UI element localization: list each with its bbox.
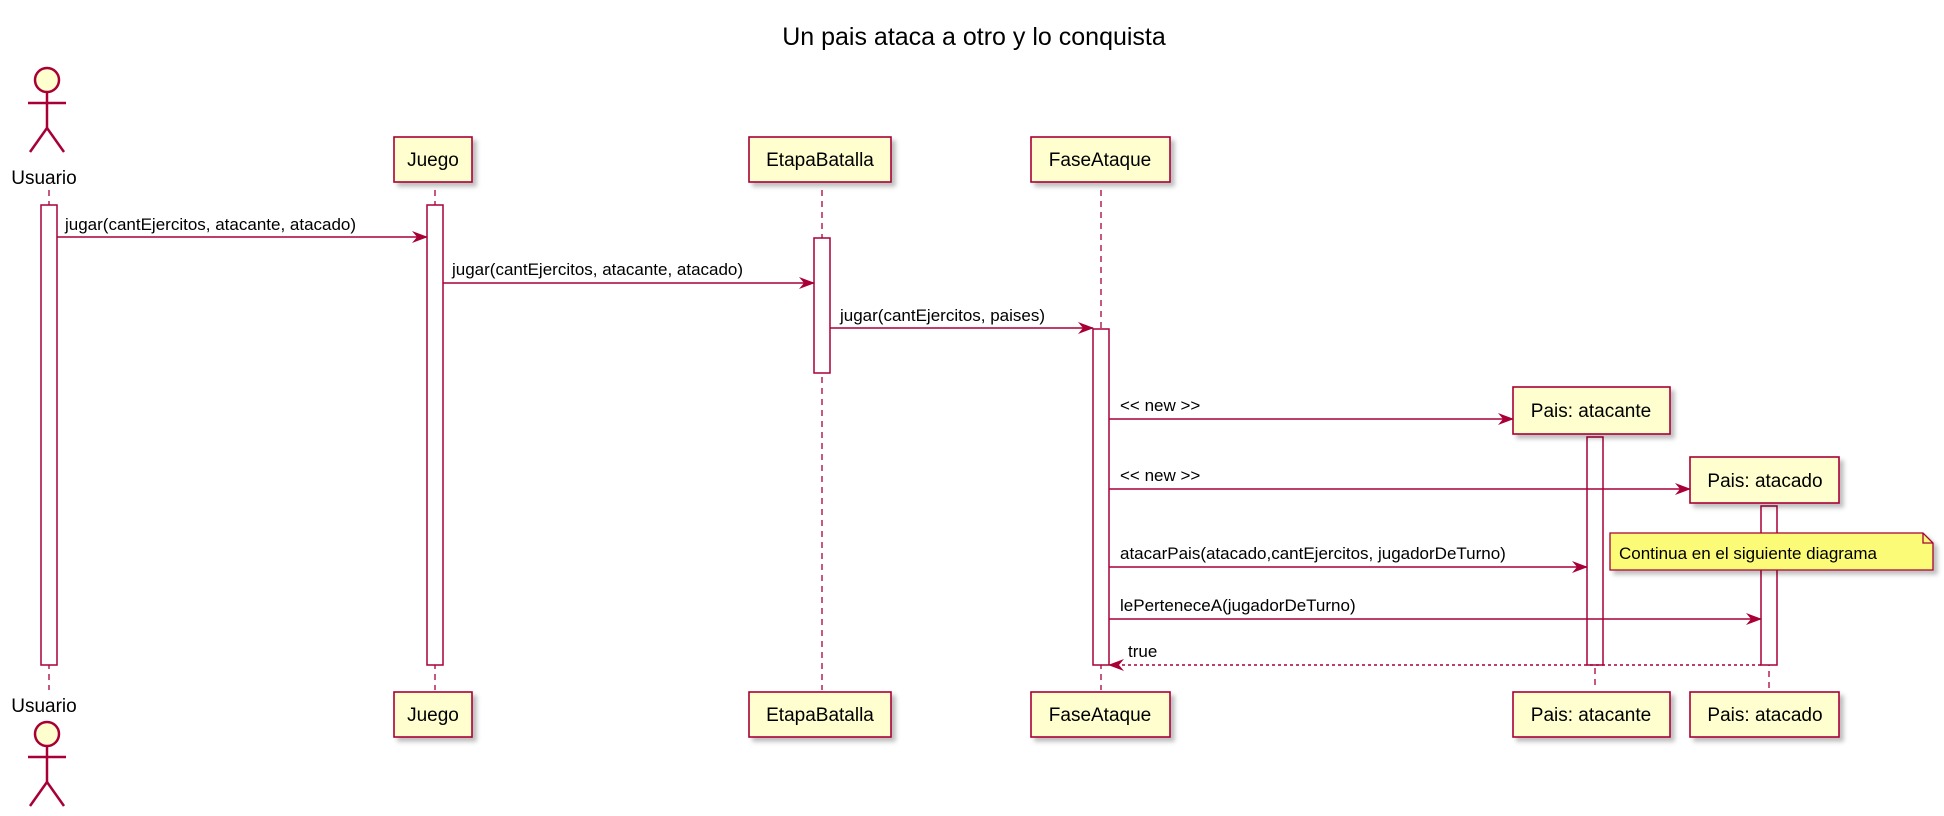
message-8-return: true [1108,642,1761,671]
participant-atacante-bottom: Pais: atacante [1512,691,1671,738]
actor-head [33,66,61,94]
message-4: << new >> [1109,396,1514,425]
activation-usuario [40,204,58,666]
message-label: << new >> [1120,466,1200,485]
participant-label: EtapaBatalla [766,705,874,726]
actor-label-usuario-bottom: Usuario [11,696,76,717]
participant-fase-top: FaseAtaque [1030,136,1171,183]
message-label: lePerteneceA(jugadorDeTurno) [1120,596,1356,615]
participant-atacante-created: Pais: atacante [1512,386,1671,435]
message-label: jugar(cantEjercitos, paises) [839,306,1045,325]
activation-fase [1092,328,1110,666]
participant-label: Pais: atacado [1707,705,1822,726]
actor-usuario-bottom [28,720,66,807]
message-label: jugar(cantEjercitos, atacante, atacado) [64,215,356,234]
message-6: atacarPais(atacado,cantEjercitos, jugado… [1109,544,1588,573]
actor-usuario-top [28,66,66,153]
participant-juego-top: Juego [393,136,473,183]
activation-atacado [1760,505,1778,666]
participant-atacado-bottom: Pais: atacado [1689,691,1840,738]
participant-label: FaseAtaque [1049,150,1151,171]
participant-fase-bottom: FaseAtaque [1030,691,1171,738]
participant-label: FaseAtaque [1049,705,1151,726]
message-5: << new >> [1109,466,1691,495]
participant-atacado-created: Pais: atacado [1689,456,1840,504]
message-3: jugar(cantEjercitos, paises) [830,306,1094,334]
activation-etapa [813,237,831,374]
message-label: atacarPais(atacado,cantEjercitos, jugado… [1120,544,1506,563]
participant-label: Pais: atacante [1531,705,1651,726]
message-7: lePerteneceA(jugadorDeTurno) [1109,596,1762,625]
actor-head [33,720,61,748]
message-label: jugar(cantEjercitos, atacante, atacado) [451,260,743,279]
lifelines [48,190,1770,690]
message-2: jugar(cantEjercitos, atacante, atacado) [443,260,815,289]
note: Continua en el siguiente diagrama [1609,532,1934,571]
participant-etapa-bottom: EtapaBatalla [748,691,892,738]
activations [40,204,1778,666]
participant-label: Juego [407,150,459,171]
participant-etapa-top: EtapaBatalla [748,136,892,183]
participant-label: Juego [407,705,459,726]
participant-label: EtapaBatalla [766,150,874,171]
participant-label: Pais: atacante [1531,401,1651,422]
activation-atacante [1586,436,1604,666]
note-text: Continua en el siguiente diagrama [1619,544,1878,563]
message-label: true [1128,642,1157,661]
participant-label: Pais: atacado [1707,471,1822,492]
actor-label-usuario-top: Usuario [11,168,76,189]
participant-juego-bottom: Juego [393,691,473,738]
message-label: << new >> [1120,396,1200,415]
message-1: jugar(cantEjercitos, atacante, atacado) [57,215,428,243]
activation-juego [426,204,444,666]
diagram-title: Un pais ataca a otro y lo conquista [782,23,1166,51]
